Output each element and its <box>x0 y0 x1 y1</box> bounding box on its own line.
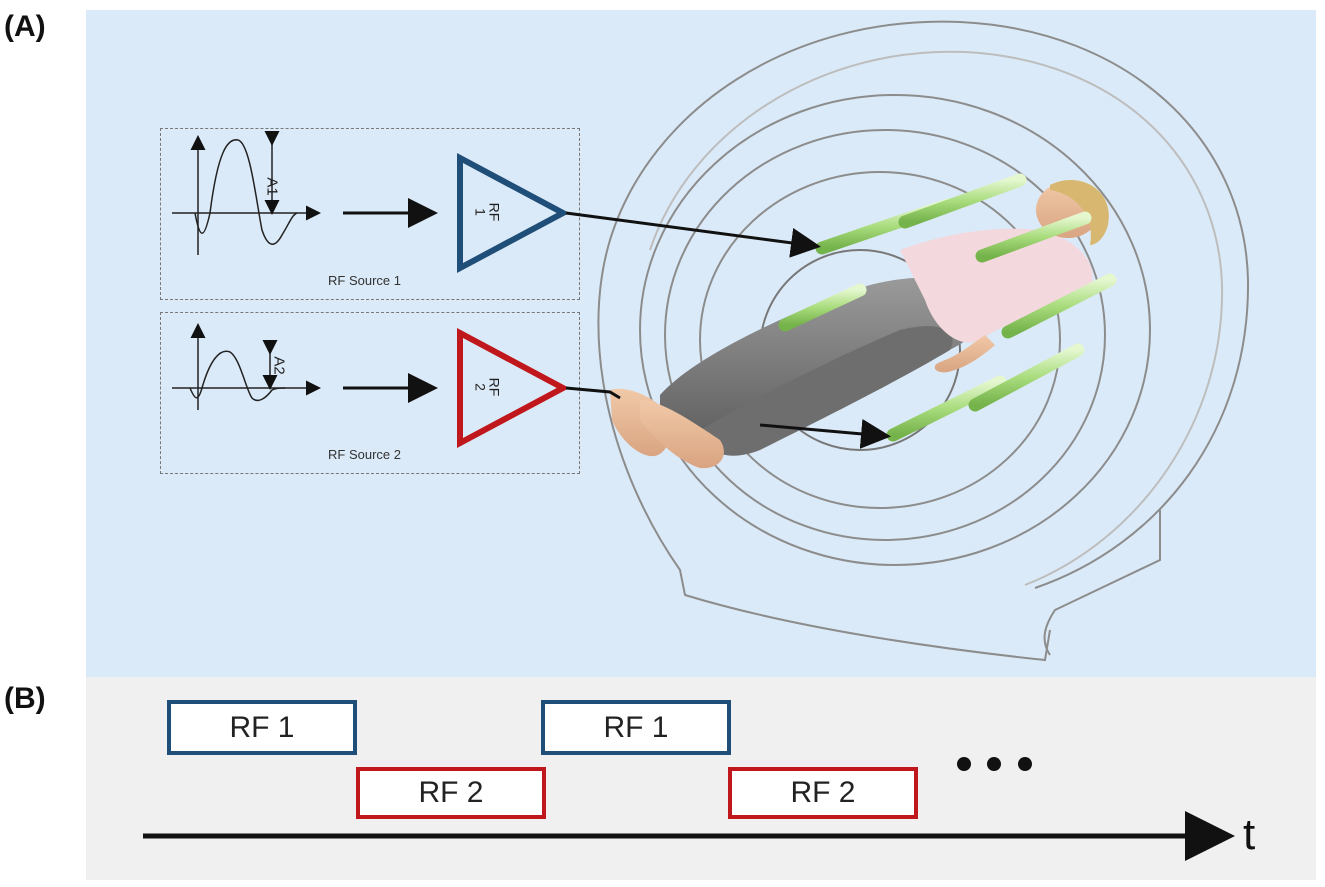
rf-amplifier-2-label: RF 2 <box>472 377 503 397</box>
pulse-rf1-second: RF 1 <box>541 700 731 755</box>
rf-source-2-waveform <box>172 323 321 410</box>
pulse-rf1-first: RF 1 <box>167 700 357 755</box>
rf-source-2-label: RF Source 2 <box>328 447 401 462</box>
arrow-amp-1-to-coil <box>565 211 821 258</box>
rf-amplifier-1-triangle <box>457 152 570 274</box>
pulse-rf2-second: RF 2 <box>728 767 918 819</box>
amplitude-a1-label: A1 <box>263 177 281 196</box>
amplitude-a2-label: A2 <box>270 356 288 375</box>
rf-amplifier-2-triangle <box>457 327 570 449</box>
panel-b-label: (B) <box>4 682 46 715</box>
rf-source-1-label: RF Source 1 <box>328 273 401 288</box>
ellipsis-dots <box>957 757 1032 771</box>
pulse-rf2-first: RF 2 <box>356 767 546 819</box>
panel-a-label: (A) <box>4 10 46 43</box>
rf-source-2-box <box>160 312 580 474</box>
time-axis-label: t <box>1243 810 1256 859</box>
arrow-amp-2-to-coil <box>565 386 885 436</box>
rf-source-1-waveform <box>172 131 321 255</box>
rf-amplifier-1-label: RF 1 <box>472 202 503 222</box>
